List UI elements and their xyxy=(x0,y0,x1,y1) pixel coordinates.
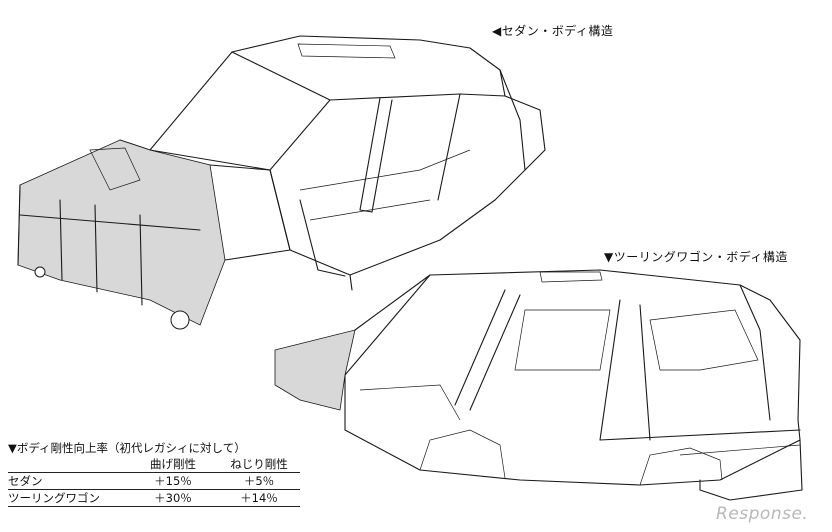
row-label: ツーリングワゴン xyxy=(8,491,100,505)
wagon-caption: ▼ツーリングワゴン・ボディ構造 xyxy=(604,250,788,264)
table-header-row: 曲げ剛性 ねじり剛性 xyxy=(8,456,300,473)
sedan-caption: ◀セダン・ボディ構造 xyxy=(492,24,614,38)
rigidity-table: ▼ボディ剛性向上率（初代レガシィに対して） 曲げ剛性 ねじり剛性 セダン ＋15… xyxy=(8,440,300,507)
table-row: セダン ＋15％ ＋5％ xyxy=(8,473,300,490)
bending-value: ＋15％ xyxy=(154,474,192,488)
table-title: ▼ボディ剛性向上率（初代レガシィに対して） xyxy=(8,441,246,455)
torsion-value: ＋5％ xyxy=(243,474,275,488)
wagon-frame xyxy=(274,269,803,501)
bending-value: ＋30％ xyxy=(154,491,192,505)
response-watermark: Response. xyxy=(716,504,809,524)
header-bending-rigidity: 曲げ剛性 xyxy=(150,457,196,471)
sedan-frame xyxy=(17,35,546,330)
header-cell-0 xyxy=(8,456,128,472)
header-torsional-rigidity: ねじり剛性 xyxy=(230,457,288,471)
table-row: ツーリングワゴン ＋30％ ＋14％ xyxy=(8,490,300,507)
torsion-value: ＋14％ xyxy=(240,491,278,505)
row-label: セダン xyxy=(8,474,43,488)
